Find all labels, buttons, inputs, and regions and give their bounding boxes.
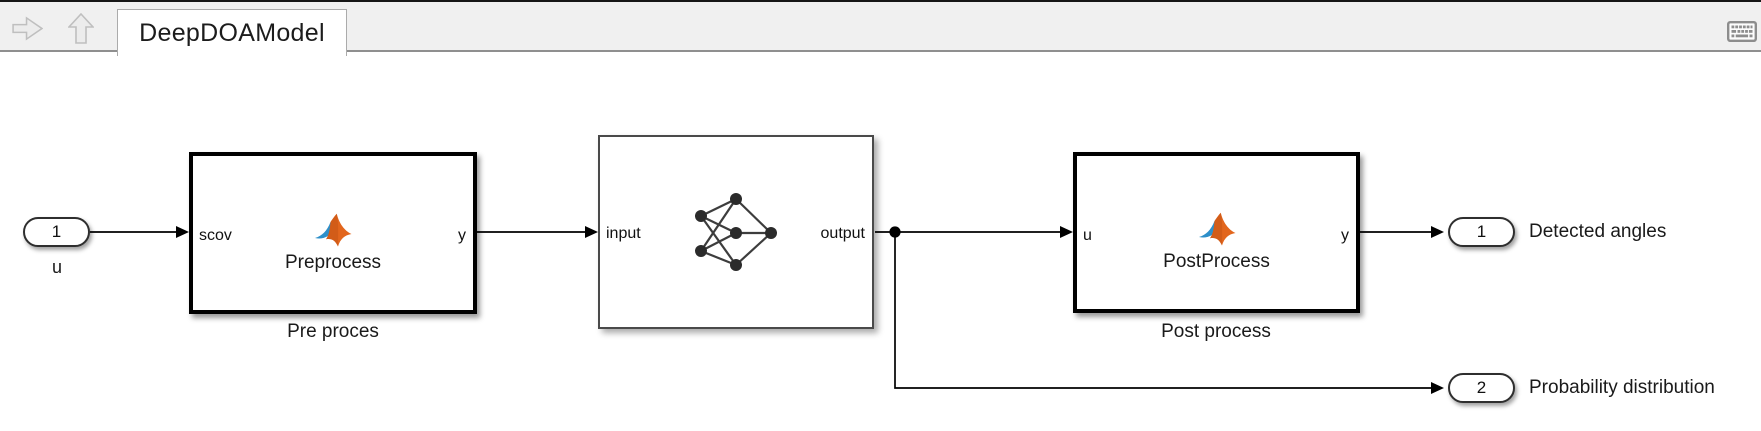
postprocess-caption[interactable]: Post process bbox=[1161, 321, 1271, 342]
outport1-label[interactable]: Detected angles bbox=[1529, 221, 1667, 242]
outport2-number: 2 bbox=[1476, 378, 1487, 397]
outport2-label[interactable]: Probability distribution bbox=[1529, 377, 1715, 398]
tab-title: DeepDOAModel bbox=[139, 18, 325, 47]
arrowhead-icon bbox=[585, 226, 598, 238]
keyboard-icon[interactable] bbox=[1727, 21, 1757, 42]
navigation-toolbar: DeepDOAModel bbox=[0, 0, 1761, 56]
tab-deepdoamodel[interactable]: DeepDOAModel bbox=[117, 9, 347, 56]
preprocess-input-port-label: scov bbox=[199, 227, 232, 244]
wire-layer bbox=[90, 226, 1444, 394]
inport-number: 1 bbox=[51, 222, 62, 241]
up-arrow-icon[interactable] bbox=[68, 13, 94, 44]
preprocess-output-port-label: y bbox=[458, 227, 466, 244]
preprocess-caption[interactable]: Pre proces bbox=[287, 321, 379, 342]
postprocess-block[interactable]: u PostProcess y bbox=[1073, 152, 1360, 313]
arrowhead-icon bbox=[176, 226, 189, 238]
outport1-block[interactable]: 1 bbox=[1448, 217, 1515, 247]
network-input-port-label: input bbox=[606, 225, 641, 242]
postprocess-block-name: PostProcess bbox=[1163, 251, 1270, 272]
matlab-logo-icon bbox=[1198, 212, 1235, 246]
model-canvas[interactable]: 1 u scov Preprocess y Pre proces input bbox=[0, 52, 1761, 431]
outport1-number: 1 bbox=[1476, 222, 1487, 241]
neural-network-icon bbox=[695, 193, 777, 271]
postprocess-output-port-label: y bbox=[1341, 227, 1349, 244]
preprocess-block-name: Preprocess bbox=[284, 251, 382, 273]
postprocess-input-port-label: u bbox=[1083, 227, 1092, 244]
wire-branch-to-outport2[interactable] bbox=[894, 232, 1431, 389]
network-block[interactable]: input output bbox=[598, 135, 874, 329]
network-output-port-label: output bbox=[820, 225, 865, 242]
inport-block[interactable]: 1 bbox=[23, 217, 90, 247]
arrowhead-icon bbox=[1431, 226, 1444, 238]
inport-label[interactable]: u bbox=[51, 257, 63, 277]
preprocess-block[interactable]: scov Preprocess y bbox=[189, 152, 477, 314]
branch-junction-dot[interactable] bbox=[889, 226, 901, 238]
outport2-block[interactable]: 2 bbox=[1448, 373, 1515, 403]
matlab-logo-icon bbox=[314, 213, 352, 246]
forward-arrow-icon[interactable] bbox=[12, 16, 43, 41]
arrowhead-icon bbox=[1431, 382, 1444, 394]
arrowhead-icon bbox=[1060, 226, 1073, 238]
